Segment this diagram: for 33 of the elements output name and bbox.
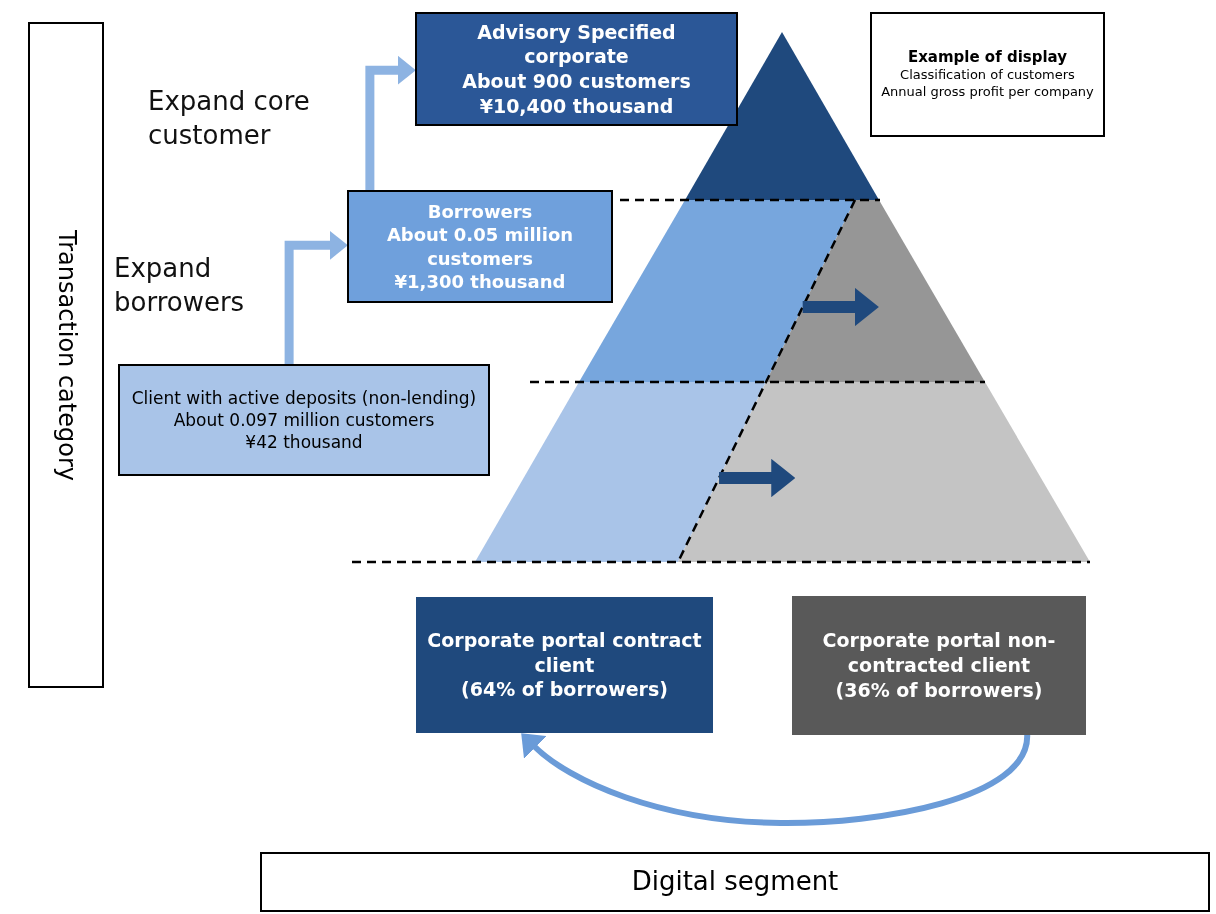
portal-status: Corporate portal non-contracted client (821, 628, 1057, 678)
profit-amount: ¥42 thousand (244, 431, 364, 454)
profit-amount: ¥1,300 thousand (393, 269, 567, 294)
segment-box (118, 364, 490, 476)
profit-amount: ¥10,400 thousand (478, 93, 675, 119)
arrow (365, 55, 416, 190)
axis-title: Digital segment (630, 865, 840, 899)
legend-heading: Example of display (906, 47, 1069, 68)
arrow (284, 230, 348, 364)
arrow (719, 458, 796, 498)
category-box (28, 22, 104, 688)
customer-count: About 0.097 million customers (172, 408, 436, 432)
portal-status: Corporate portal contract client (426, 627, 703, 678)
segment-box (415, 12, 738, 126)
segment-box (347, 190, 613, 303)
legend-text: Classification of customers (899, 67, 1076, 85)
segment-name: Borrowers (426, 199, 534, 224)
edge-label: Expand core customer (148, 85, 311, 152)
axis-title: Transaction category (51, 229, 82, 481)
segment-name: Client with active deposits (non-lending) (130, 386, 478, 409)
arrow (520, 734, 1031, 826)
arrow (802, 287, 879, 327)
axis-box (260, 852, 1210, 912)
edge-label: Expand borrowers (114, 252, 246, 319)
portal-box (416, 597, 713, 733)
borrower-share: (36% of borrowers) (834, 677, 1044, 703)
legend-text: Annual gross profit per company (880, 84, 1095, 102)
portal-box (792, 596, 1086, 735)
borrower-share: (64% of borrowers) (460, 677, 669, 703)
legend-box (870, 12, 1105, 137)
customer-count: About 900 customers (461, 69, 692, 94)
segment-name: Advisory Specified corporate (476, 19, 677, 69)
customer-count: About 0.05 million customers (385, 223, 575, 270)
